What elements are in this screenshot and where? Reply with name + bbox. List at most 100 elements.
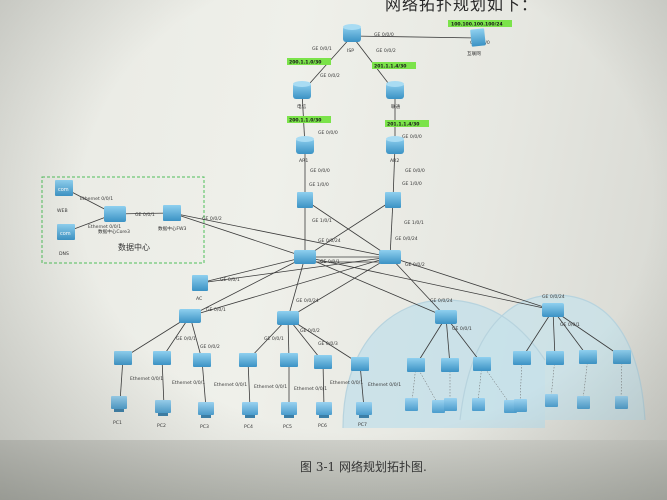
ar2-icon bbox=[386, 136, 404, 154]
devices: ISP 互联网 电信 联通 AR1 AR2 com WEB com DNS bbox=[55, 24, 631, 430]
firewall-2-icon bbox=[385, 192, 401, 208]
dc-core-switch-icon bbox=[104, 206, 126, 222]
svg-text:互联网: 互联网 bbox=[467, 50, 481, 57]
svg-text:GE 0/0/2: GE 0/0/2 bbox=[202, 216, 222, 222]
dc-firewall-icon bbox=[163, 205, 181, 221]
svg-text:201.1.1.4/30: 201.1.1.4/30 bbox=[374, 64, 406, 70]
svg-text:GE 0/0/1: GE 0/0/1 bbox=[220, 277, 240, 283]
mid-switch-5-icon bbox=[280, 353, 298, 367]
datacenter-box bbox=[41, 176, 205, 264]
dns-server-icon: com bbox=[57, 224, 75, 240]
svg-text:PC6: PC6 bbox=[318, 423, 327, 429]
svg-text:GE 0/0/1: GE 0/0/1 bbox=[320, 259, 340, 265]
page-bottom-area bbox=[0, 440, 667, 500]
access-switch-2-icon bbox=[277, 311, 299, 325]
svg-text:DNS: DNS bbox=[59, 251, 69, 257]
mid-switch-4-icon bbox=[239, 353, 257, 367]
svg-text:AR1: AR1 bbox=[299, 158, 308, 164]
svg-text:Ethernet 0/0/1: Ethernet 0/0/1 bbox=[294, 386, 327, 392]
svg-text:GE 0/0/1: GE 0/0/1 bbox=[206, 307, 226, 313]
mid-switch-7-icon bbox=[351, 357, 369, 371]
svg-text:GE 0/0/1: GE 0/0/1 bbox=[176, 336, 196, 342]
svg-text:GE 0/0/1: GE 0/0/1 bbox=[312, 46, 332, 52]
router-1-icon bbox=[293, 81, 311, 99]
core-switch-2-icon bbox=[379, 250, 401, 264]
svg-text:GE 1/0/1: GE 1/0/1 bbox=[312, 218, 332, 224]
svg-text:GE 1/0/0: GE 1/0/0 bbox=[309, 182, 329, 188]
figure-caption: 图 3-1 网络规划拓扑图. bbox=[300, 460, 427, 474]
svg-text:GE 0/0/2: GE 0/0/2 bbox=[405, 262, 425, 268]
server-icon bbox=[470, 28, 486, 47]
svg-text:Ethernet 0/0/1: Ethernet 0/0/1 bbox=[254, 384, 287, 390]
svg-text:GE 0/0/0: GE 0/0/0 bbox=[402, 134, 422, 140]
svg-text:GE 0/0/1: GE 0/0/1 bbox=[135, 212, 155, 218]
ap-3-icon bbox=[473, 357, 491, 371]
core-switch-1-icon bbox=[294, 250, 316, 264]
access-switch-4-icon bbox=[542, 303, 564, 317]
svg-text:GE 0/0/24: GE 0/0/24 bbox=[542, 294, 565, 300]
svg-text:WEB: WEB bbox=[57, 208, 68, 214]
svg-text:Ethernet 0/0/1: Ethernet 0/0/1 bbox=[172, 380, 205, 386]
ap-7-icon bbox=[613, 350, 631, 364]
svg-text:电信: 电信 bbox=[297, 103, 307, 110]
firewall-1-icon bbox=[297, 192, 313, 208]
svg-text:GE 0/0/2: GE 0/0/2 bbox=[200, 344, 220, 350]
mid-switch-2-icon bbox=[153, 351, 171, 365]
svg-text:GE 0/0/1: GE 0/0/1 bbox=[560, 322, 580, 328]
ap-6-icon bbox=[579, 350, 597, 364]
svg-text:PC1: PC1 bbox=[113, 420, 122, 426]
svg-text:GE 1/0/1: GE 1/0/1 bbox=[404, 220, 424, 226]
svg-text:GE 0/0/24: GE 0/0/24 bbox=[296, 298, 319, 304]
svg-text:GE 0/0/0: GE 0/0/0 bbox=[318, 130, 338, 136]
svg-text:Ethernet 0/0/1: Ethernet 0/0/1 bbox=[88, 224, 121, 230]
port-labels: GE 0/0/0 GE 0/0/1 GE 0/0/2 GE 0/0/2 GE 0… bbox=[80, 32, 580, 392]
svg-text:GE 0/0/1: GE 0/0/1 bbox=[452, 326, 472, 332]
svg-text:PC3: PC3 bbox=[200, 424, 209, 430]
svg-text:201.1.1.4/30: 201.1.1.4/30 bbox=[387, 122, 419, 128]
ap-2-icon bbox=[441, 358, 459, 372]
svg-text:GE 1/0/0: GE 1/0/0 bbox=[402, 181, 422, 187]
ar1-icon bbox=[296, 136, 314, 154]
svg-text:GE 0/0/24: GE 0/0/24 bbox=[430, 298, 453, 304]
svg-text:GE 0/0/1: GE 0/0/1 bbox=[264, 336, 284, 342]
svg-text:Ethernet 0/0/1: Ethernet 0/0/1 bbox=[80, 196, 113, 202]
svg-text:GE 0/0/0: GE 0/0/0 bbox=[374, 32, 394, 38]
ip-label-isp bbox=[448, 20, 512, 27]
svg-text:AC: AC bbox=[196, 296, 202, 302]
svg-text:GE 0/0/0: GE 0/0/0 bbox=[405, 168, 425, 174]
mid-switch-6-icon bbox=[314, 355, 332, 369]
svg-text:联通: 联通 bbox=[391, 103, 401, 110]
svg-text:GE 0/0/24: GE 0/0/24 bbox=[318, 238, 341, 244]
ap-5-icon bbox=[546, 351, 564, 365]
svg-text:100.100.100.100/24: 100.100.100.100/24 bbox=[451, 22, 503, 28]
svg-text:GE 0/0/2: GE 0/0/2 bbox=[300, 328, 320, 334]
mid-switch-3-icon bbox=[193, 353, 211, 367]
isp-router-icon bbox=[343, 24, 361, 42]
svg-text:Ethernet 0/0/1: Ethernet 0/0/1 bbox=[368, 382, 401, 388]
svg-text:GE 0/0/0: GE 0/0/0 bbox=[310, 168, 330, 174]
svg-text:数据中心FW3: 数据中心FW3 bbox=[158, 225, 187, 232]
ac-icon bbox=[192, 275, 208, 291]
svg-text:GE 0/0/2: GE 0/0/2 bbox=[376, 48, 396, 54]
svg-text:PC7: PC7 bbox=[358, 422, 367, 428]
svg-text:AR2: AR2 bbox=[390, 158, 399, 164]
svg-text:GE 0/0/3: GE 0/0/3 bbox=[318, 341, 338, 347]
svg-text:com: com bbox=[60, 231, 71, 237]
ap-4-icon bbox=[513, 351, 531, 365]
svg-text:PC2: PC2 bbox=[157, 423, 166, 429]
datacenter-label: 数据中心 bbox=[118, 242, 150, 252]
svg-text:200.1.1.0/30: 200.1.1.0/30 bbox=[289, 60, 321, 66]
svg-text:Ethernet 0/0/1: Ethernet 0/0/1 bbox=[330, 380, 363, 386]
svg-text:PC5: PC5 bbox=[283, 424, 292, 430]
ip-labels: 100.100.100.100/24 200.1.1.0/30 201.1.1.… bbox=[287, 20, 512, 128]
router-2-icon bbox=[386, 81, 404, 99]
svg-text:PC4: PC4 bbox=[244, 424, 253, 430]
svg-text:数据中心Core3: 数据中心Core3 bbox=[98, 228, 130, 235]
web-server-icon: com bbox=[55, 180, 73, 196]
ap-1-icon bbox=[407, 358, 425, 372]
svg-text:GE 0/0/2: GE 0/0/2 bbox=[320, 73, 340, 79]
svg-text:ISP: ISP bbox=[347, 48, 354, 54]
access-switch-1-icon bbox=[179, 309, 201, 323]
